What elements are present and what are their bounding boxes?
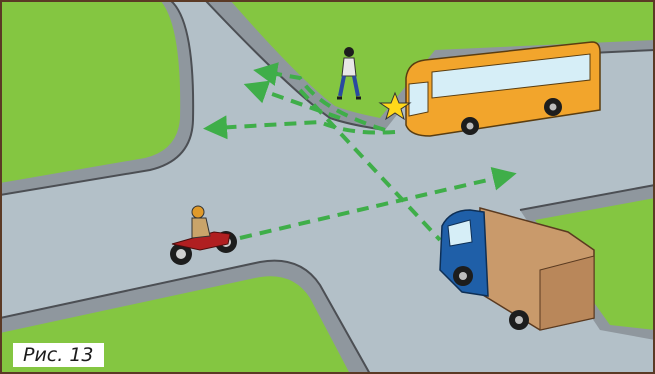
route-left-turn-arrow: [203, 115, 396, 140]
truck-vehicle: [439, 207, 595, 331]
star-marker: [378, 91, 412, 121]
route-arrows: [203, 62, 517, 242]
route-straight-north-arrow: [253, 62, 386, 132]
route-diagonal-arrow: [298, 88, 442, 242]
motorcycle-vehicle: [170, 205, 237, 265]
figure-caption: Рис. 13: [13, 343, 104, 367]
pedestrian-figure: [337, 47, 361, 100]
bus-vehicle: [405, 41, 601, 137]
grass-top-left: [0, 0, 194, 195]
route-north-arrow: [243, 80, 341, 120]
